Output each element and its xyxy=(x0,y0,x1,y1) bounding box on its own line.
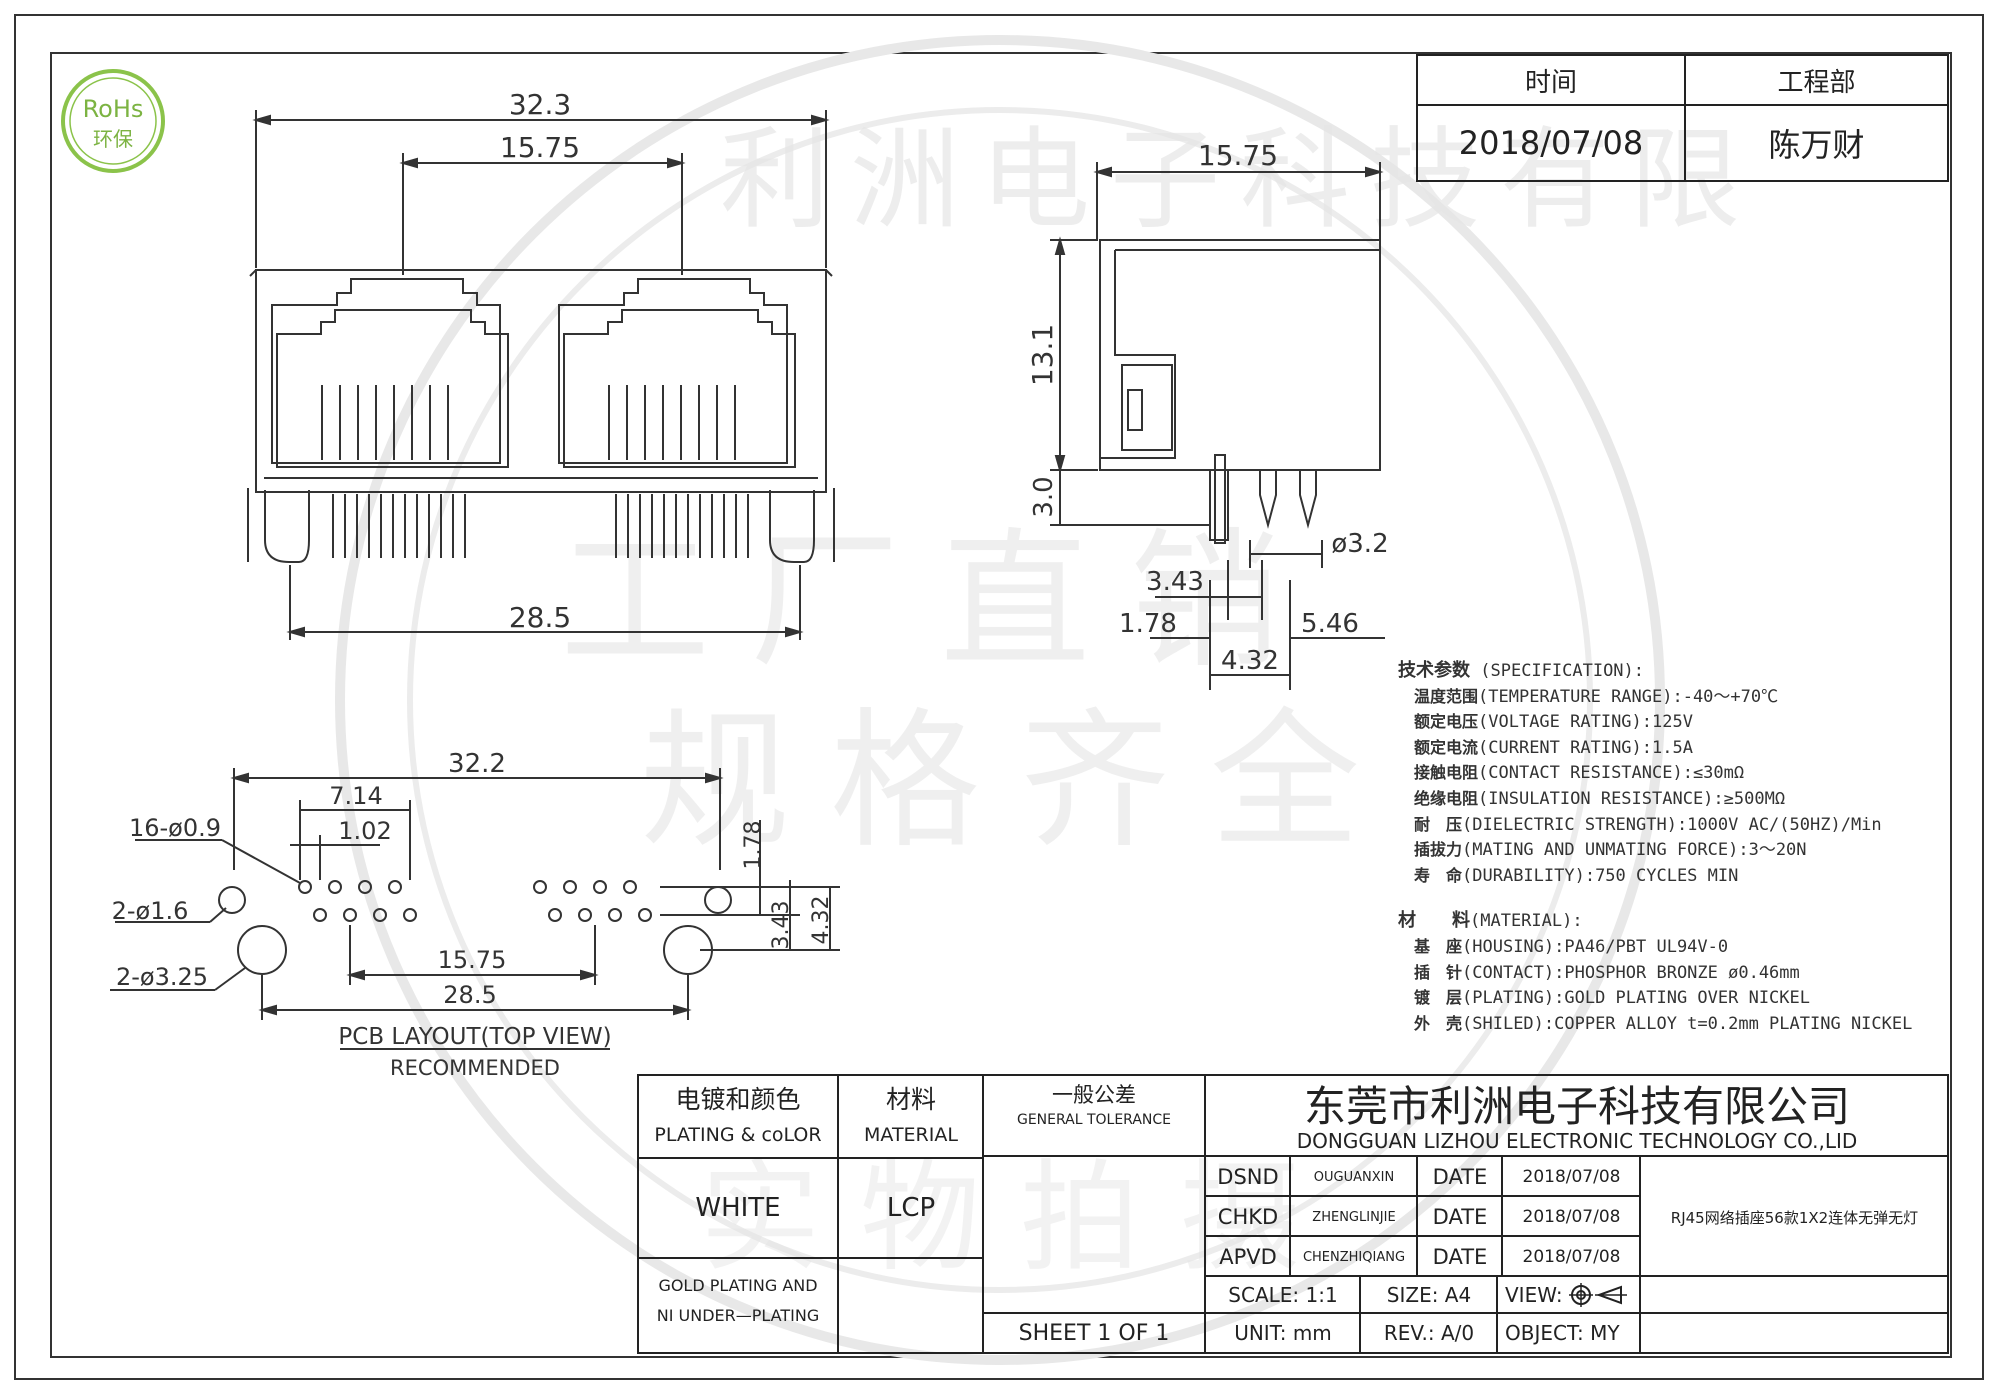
spec-item: 绝缘电阻(INSULATION RESISTANCE):≥500MΩ xyxy=(1414,788,1786,809)
pcb-dim-1-78: 1.78 xyxy=(741,821,766,870)
plating-label-en: PLATING & coLOR xyxy=(654,1124,822,1146)
material-item: 镀 层(PLATING):GOLD PLATING OVER NICKEL xyxy=(1414,988,1811,1009)
plating-value-1: GOLD PLATING AND xyxy=(658,1275,818,1295)
row-role: DSND xyxy=(1217,1165,1279,1189)
tolerance-label-en: GENERAL TOLERANCE xyxy=(1016,1112,1172,1128)
rev-field: REV.: A/0 xyxy=(1383,1321,1475,1345)
dim-3-43: 3.43 xyxy=(1146,567,1204,597)
rohs-logo: RoHs 环保 xyxy=(61,69,165,173)
pcb-dim-1-02: 1.02 xyxy=(338,817,391,845)
pcb-dim-large-peg: 2-ø3.25 xyxy=(116,963,208,991)
rohs-text-cn: 环保 xyxy=(93,127,133,151)
row-name: ZHENGLINJIE xyxy=(1312,1209,1396,1225)
material-heading: 材 料 xyxy=(1398,910,1470,932)
part-name: RJ45网络插座56款1X2连体无弹无灯 xyxy=(1670,1208,1919,1227)
row-date: 2018/07/08 xyxy=(1522,1247,1621,1267)
spec-item: 插拔力(MATING AND UNMATING FORCE):3～20N xyxy=(1414,840,1807,861)
row-name: CHENZHIQIANG xyxy=(1302,1249,1406,1265)
object-field: OBJECT: MY xyxy=(1505,1321,1620,1345)
row-name: OUGUANXIN xyxy=(1313,1169,1395,1185)
row-date-label: DATE xyxy=(1432,1165,1488,1189)
pcb-dim-holes: 16-ø0.9 xyxy=(129,814,221,842)
header-date: 2018/07/08 xyxy=(1458,124,1644,162)
header-table: 时间 工程部 2018/07/08 陈万财 xyxy=(1416,54,1949,182)
dim-total-width: 32.3 xyxy=(509,88,571,121)
pcb-layout-subtitle: RECOMMENDED xyxy=(390,1056,560,1080)
header-person: 陈万财 xyxy=(1768,126,1865,164)
material-item: 外 壳(SHILED):COPPER ALLOY t=0.2mm PLATING… xyxy=(1414,1013,1913,1034)
dept-label: 工程部 xyxy=(1777,67,1856,98)
pcb-dim-7-14: 7.14 xyxy=(329,782,382,810)
unit-field: UNIT: mm xyxy=(1234,1321,1332,1345)
view-label: VIEW: xyxy=(1505,1283,1563,1307)
dim-1-78: 1.78 xyxy=(1119,609,1177,639)
row-date-label: DATE xyxy=(1432,1205,1488,1229)
pcb-dim-4-32: 4.32 xyxy=(809,896,834,945)
pcb-dim-total: 32.2 xyxy=(448,749,506,779)
material-item: 基 座(HOUSING):PA46/PBT UL94V-0 xyxy=(1414,936,1729,957)
projection-symbol-icon xyxy=(1568,1283,1627,1307)
pcb-dim-15-75: 15.75 xyxy=(438,946,507,974)
material-value: LCP xyxy=(886,1193,936,1223)
time-label: 时间 xyxy=(1524,67,1577,98)
dim-peg-spacing: 28.5 xyxy=(509,601,571,634)
pcb-layout-title: PCB LAYOUT(TOP VIEW) xyxy=(338,1024,611,1050)
spec-item: 寿 命(DURABILITY):750 CYCLES MIN xyxy=(1414,865,1739,886)
sheet-number: SHEET 1 OF 1 xyxy=(1018,1320,1170,1346)
spec-heading: 技术参数 xyxy=(1398,660,1470,681)
tolerance-label-cn: 一般公差 xyxy=(1052,1083,1136,1107)
row-role: APVD xyxy=(1219,1245,1277,1269)
view-field: VIEW: xyxy=(1499,1278,1639,1312)
material-label-en: MATERIAL xyxy=(864,1124,958,1146)
rohs-text: RoHs xyxy=(83,95,144,123)
plating-label-cn: 电镀和颜色 xyxy=(675,1085,801,1114)
material-item: 插 针(CONTACT):PHOSPHOR BRONZE ø0.46mm xyxy=(1414,962,1800,983)
row-date: 2018/07/08 xyxy=(1522,1167,1621,1187)
pcb-dim-3-43: 3.43 xyxy=(769,901,794,950)
pcb-dim-small-peg: 2-ø1.6 xyxy=(112,897,189,925)
spec-heading-en: (SPECIFICATION): xyxy=(1480,661,1645,681)
company-name-cn: 东莞市利洲电子科技有限公司 xyxy=(1303,1081,1850,1131)
specification-block: 技术参数 (SPECIFICATION): 温度范围(TEMPERATURE R… xyxy=(1398,658,1958,1036)
spec-item: 接触电阻(CONTACT RESISTANCE):≤30mΩ xyxy=(1414,763,1745,784)
row-role: CHKD xyxy=(1217,1205,1279,1229)
color-value: WHITE xyxy=(695,1193,781,1223)
dim-peg-diameter: ø3.2 xyxy=(1331,529,1388,559)
spec-item: 耐 压(DIELECTRIC STRENGTH):1000V AC/(50HZ)… xyxy=(1414,814,1882,835)
dim-height: 13.1 xyxy=(1026,324,1059,386)
outer-frame xyxy=(14,14,1984,1380)
spec-item: 额定电流(CURRENT RATING):1.5A xyxy=(1414,737,1693,758)
pcb-dim-28-5: 28.5 xyxy=(443,981,496,1009)
material-label-cn: 材料 xyxy=(885,1085,936,1114)
company-name-en: DONGGUAN LIZHOU ELECTRONIC TECHNOLOGY CO… xyxy=(1296,1129,1858,1153)
scale-field: SCALE: 1:1 xyxy=(1228,1283,1338,1307)
dim-port-pitch: 15.75 xyxy=(500,131,580,164)
material-heading-en: (MATERIAL): xyxy=(1470,911,1583,932)
row-date: 2018/07/08 xyxy=(1522,1207,1621,1227)
plating-value-2: NI UNDER—PLATING xyxy=(656,1305,820,1325)
size-field: SIZE: A4 xyxy=(1386,1283,1472,1307)
dim-4-32: 4.32 xyxy=(1221,646,1279,676)
dim-below-board: 3.0 xyxy=(1029,476,1059,517)
dim-depth: 15.75 xyxy=(1198,139,1278,172)
row-date-label: DATE xyxy=(1432,1245,1488,1269)
dim-5-46: 5.46 xyxy=(1301,609,1359,639)
spec-item: 温度范围(TEMPERATURE RANGE):-40～+70℃ xyxy=(1414,686,1779,707)
spec-item: 额定电压(VOLTAGE RATING):125V xyxy=(1414,712,1693,733)
